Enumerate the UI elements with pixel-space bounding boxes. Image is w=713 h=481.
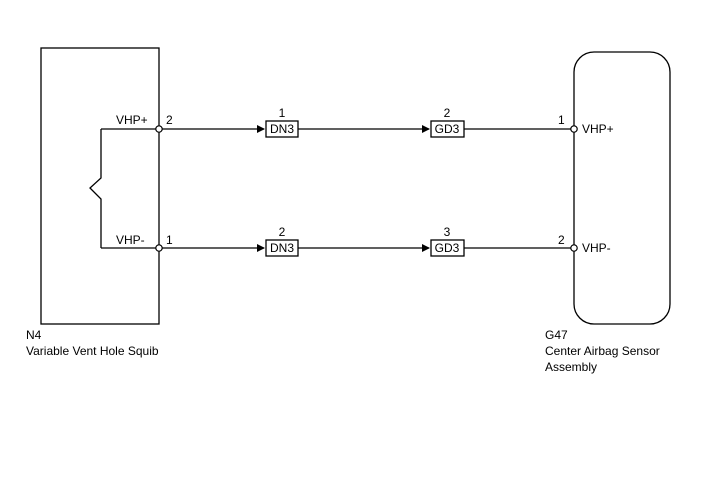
sensor-signal-vhp-minus: VHP- xyxy=(582,241,611,255)
squib-component-box xyxy=(40,47,160,325)
connector-dn3-top-pin: 1 xyxy=(279,106,286,120)
squib-element-symbol xyxy=(89,129,102,248)
sensor-pin-2-label: 2 xyxy=(558,233,565,247)
connector-dn3-top-label: DN3 xyxy=(270,122,294,136)
connector-gd3-bottom-pin: 3 xyxy=(444,225,451,239)
squib-pin-2-label: 2 xyxy=(166,113,173,127)
squib-signal-vhp-minus: VHP- xyxy=(116,233,145,247)
connector-dn3-bottom-pin: 2 xyxy=(279,225,286,239)
sensor-name-line1: Center Airbag Sensor xyxy=(545,344,660,358)
squib-terminal-2 xyxy=(155,125,163,133)
squib-signal-vhp-plus: VHP+ xyxy=(116,113,148,127)
squib-pin-1-label: 1 xyxy=(166,233,173,247)
airbag-sensor-component-box xyxy=(573,51,671,325)
sensor-pin-1-label: 1 xyxy=(558,113,565,127)
connector-dn3-bottom-label: DN3 xyxy=(270,241,294,255)
sensor-code: G47 xyxy=(545,328,568,342)
connector-gd3-bottom-label: GD3 xyxy=(435,241,460,255)
sensor-signal-vhp-plus: VHP+ xyxy=(582,122,614,136)
connector-gd3-top-label: GD3 xyxy=(435,122,460,136)
connector-gd3-top-pin: 2 xyxy=(444,106,451,120)
squib-name: Variable Vent Hole Squib xyxy=(26,344,159,358)
squib-terminal-1 xyxy=(155,244,163,252)
sensor-terminal-2 xyxy=(570,244,578,252)
sensor-name-line2: Assembly xyxy=(545,360,597,374)
squib-code: N4 xyxy=(26,328,42,342)
sensor-terminal-1 xyxy=(570,125,578,133)
